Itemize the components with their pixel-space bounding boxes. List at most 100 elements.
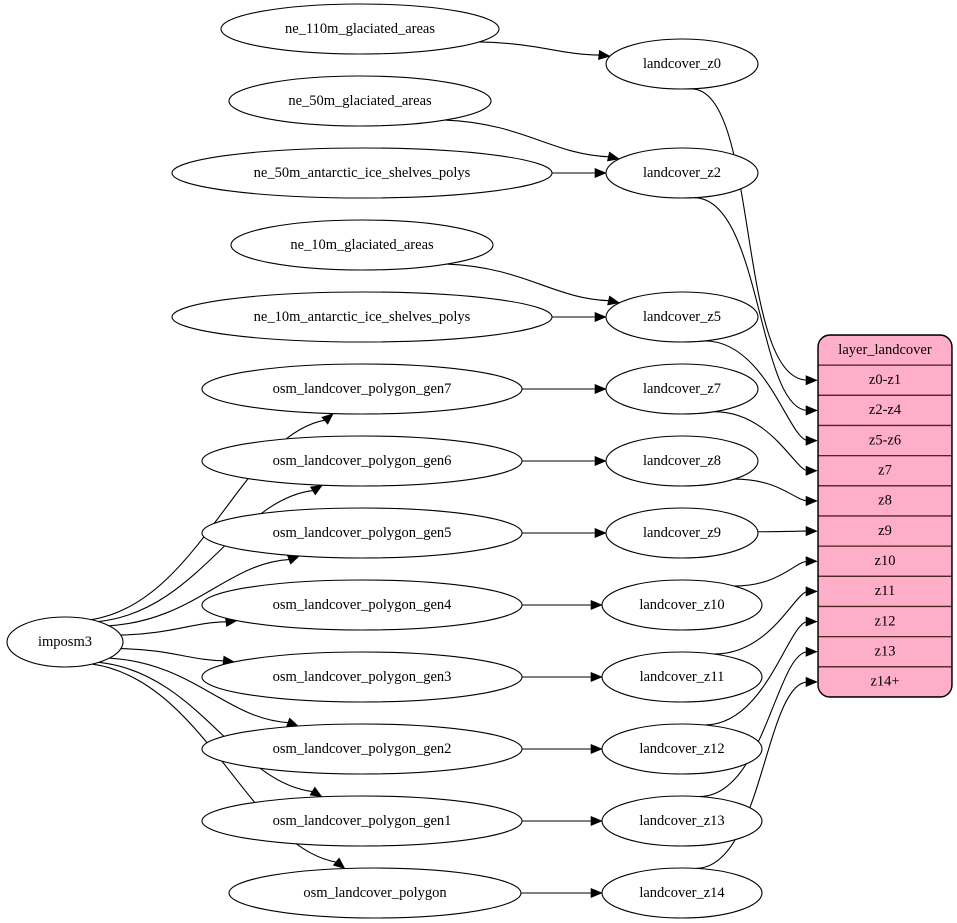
edge-arrowhead (590, 599, 603, 611)
node-landcover_z0[interactable]: landcover_z0 (605, 38, 759, 90)
edge-path (98, 489, 314, 623)
node-label: osm_landcover_polygon_gen7 (273, 381, 452, 397)
edge-path (446, 263, 610, 302)
node-shape (201, 723, 523, 775)
edge-path (691, 88, 809, 381)
edge-arrowhead (805, 646, 818, 657)
edge-arrowhead (805, 556, 818, 567)
node-osm_landcover_polygon_gen1[interactable]: osm_landcover_polygon_gen1 (201, 795, 523, 847)
node-label: landcover_z2 (643, 165, 721, 181)
edge-path (92, 663, 338, 863)
table-row-cell[interactable] (818, 605, 952, 638)
node-label: landcover_z10 (639, 597, 724, 613)
edge-arrowhead (594, 311, 607, 323)
node-ne_50m_glaciated_areas[interactable]: ne_50m_glaciated_areas (228, 75, 492, 127)
edge-path (734, 478, 809, 502)
node-landcover_z10[interactable]: landcover_z10 (601, 579, 763, 631)
node-osm_landcover_polygon_gen2[interactable]: osm_landcover_polygon_gen2 (201, 723, 523, 775)
node-label: ne_10m_glaciated_areas (290, 237, 434, 253)
node-ne_10m_glaciated_areas[interactable]: ne_10m_glaciated_areas (230, 219, 494, 271)
table-row-label: z7 (878, 463, 892, 479)
node-label: osm_landcover_polygon_gen6 (273, 453, 452, 469)
node-ne_110m_glaciated_areas[interactable]: ne_110m_glaciated_areas (220, 3, 500, 55)
node-label: landcover_z0 (643, 56, 721, 72)
node-shape (601, 651, 763, 703)
node-landcover_z7[interactable]: landcover_z7 (605, 363, 759, 415)
node-imposm3[interactable]: imposm3 (6, 616, 124, 668)
node-shape (201, 435, 523, 487)
edge-arrowhead (590, 815, 603, 827)
node-shape (605, 507, 759, 559)
layer-landcover-table[interactable]: layer_landcoverz0-z1z2-z4z5-z6z7z8z9z10z… (817, 334, 953, 698)
edge-arrowhead (805, 526, 818, 537)
edge-arrowhead (594, 455, 607, 467)
node-osm_landcover_polygon_gen7[interactable]: osm_landcover_polygon_gen7 (201, 363, 523, 415)
node-label: osm_landcover_polygon_gen5 (273, 525, 452, 541)
table-outer-border (817, 334, 953, 698)
edge-arrowhead (805, 676, 818, 687)
node-label: ne_10m_antarctic_ice_shelves_polys (254, 309, 471, 325)
node-landcover_z13[interactable]: landcover_z13 (601, 795, 763, 847)
table-row-cell[interactable] (818, 636, 952, 668)
edge-arrowhead (594, 383, 607, 395)
node-osm_landcover_polygon_gen4[interactable]: osm_landcover_polygon_gen4 (201, 579, 523, 631)
node-landcover_z5[interactable]: landcover_z5 (605, 291, 759, 343)
node-landcover_z12[interactable]: landcover_z12 (601, 723, 763, 775)
node-label: osm_landcover_polygon_gen3 (273, 669, 452, 685)
node-label: landcover_z14 (639, 885, 725, 901)
node-label: osm_landcover_polygon_gen1 (273, 813, 452, 829)
edge-arrowhead (607, 295, 621, 306)
edge-arrowhead (805, 586, 818, 597)
node-shape (605, 147, 759, 199)
edge-arrowhead (805, 616, 818, 627)
edge-arrowhead (321, 413, 334, 425)
table-row-label: z0-z1 (869, 372, 901, 388)
node-shape (201, 507, 523, 559)
node-shape (605, 291, 759, 343)
edge-path (98, 661, 314, 793)
node-shape (601, 723, 763, 775)
edges-layer (91, 41, 818, 899)
node-osm_landcover_polygon_gen6[interactable]: osm_landcover_polygon_gen6 (201, 435, 523, 487)
table-row-label: z2-z4 (869, 402, 902, 418)
table-row-label: z8 (878, 493, 892, 509)
table-row-cell[interactable] (818, 455, 952, 487)
table-row-cell[interactable] (818, 424, 952, 457)
node-shape (6, 616, 124, 668)
edge-arrowhead (590, 743, 603, 755)
node-label: landcover_z8 (643, 453, 721, 469)
node-shape (605, 38, 759, 90)
edge-arrowhead (590, 671, 603, 683)
node-landcover_z2[interactable]: landcover_z2 (605, 147, 759, 199)
table-row-label: z13 (875, 644, 896, 660)
node-shape (601, 579, 763, 631)
node-ne_10m_antarctic_ice_shelves_polys[interactable]: ne_10m_antarctic_ice_shelves_polys (171, 291, 553, 343)
edge-arrowhead (805, 435, 818, 446)
table-row-label: z5-z6 (869, 432, 901, 448)
node-landcover_z8[interactable]: landcover_z8 (605, 435, 759, 487)
edge-arrowhead (805, 465, 818, 476)
node-label: landcover_z11 (640, 669, 725, 685)
edge-path (109, 657, 289, 724)
node-landcover_z14[interactable]: landcover_z14 (601, 867, 763, 919)
node-label: osm_landcover_polygon (303, 885, 447, 901)
edge-arrowhead (598, 49, 611, 60)
table-row-cell[interactable] (818, 364, 952, 396)
table-row-label: z11 (875, 583, 895, 599)
node-landcover_z11[interactable]: landcover_z11 (601, 651, 763, 703)
node-label: landcover_z9 (643, 525, 721, 541)
edge-path (694, 197, 809, 411)
node-osm_landcover_polygon[interactable]: osm_landcover_polygon (228, 867, 522, 919)
node-osm_landcover_polygon_gen3[interactable]: osm_landcover_polygon_gen3 (201, 651, 523, 703)
node-osm_landcover_polygon_gen5[interactable]: osm_landcover_polygon_gen5 (201, 507, 523, 559)
edge-path (757, 530, 809, 533)
node-landcover_z9[interactable]: landcover_z9 (605, 507, 759, 559)
table-row-cell[interactable] (818, 485, 952, 517)
table-row-cell[interactable] (818, 545, 952, 577)
table-row-cell[interactable] (818, 394, 952, 427)
edge-arrowhead (805, 375, 818, 386)
node-label: ne_50m_antarctic_ice_shelves_polys (254, 165, 471, 181)
node-shape (220, 3, 500, 55)
table-row-cell[interactable] (818, 515, 952, 547)
node-ne_50m_antarctic_ice_shelves_polys[interactable]: ne_50m_antarctic_ice_shelves_polys (171, 147, 553, 199)
